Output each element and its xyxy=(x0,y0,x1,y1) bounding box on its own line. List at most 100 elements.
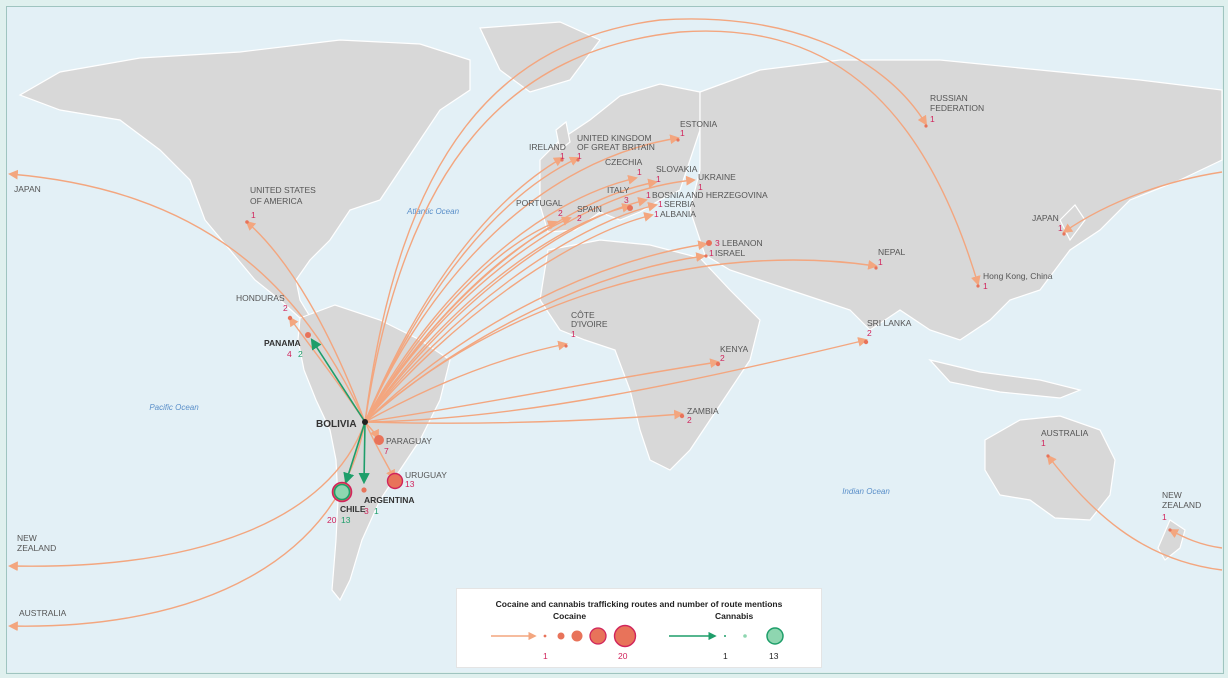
count-italy: 3 xyxy=(624,195,629,205)
legend: Cocaine and cannabis trafficking routes … xyxy=(456,588,822,668)
pacific-ocean-label: Pacific Ocean xyxy=(149,403,199,412)
label-spain: SPAIN xyxy=(577,204,602,214)
label-new-zealand-west: NEW xyxy=(17,533,37,543)
count-kenya: 2 xyxy=(720,353,725,363)
label-argentina: ARGENTINA xyxy=(364,495,415,505)
label-sri-lanka: SRI LANKA xyxy=(867,318,912,328)
legend-cocaine-size-3 xyxy=(571,630,583,642)
legend-cocaine-size-4 xyxy=(589,627,607,645)
label-new-zealand-east-2: ZEALAND xyxy=(1162,500,1201,510)
label-slovakia: SLOVAKIA xyxy=(656,164,698,174)
count-cote-divoire: 1 xyxy=(571,329,576,339)
place-labels: JAPAN UNITED STATES OF AMERICA 1 HONDURA… xyxy=(14,93,1201,618)
label-israel: ISRAEL xyxy=(715,248,746,258)
route-new-zealand-east xyxy=(1168,529,1223,549)
count-bosnia: 1 xyxy=(646,190,651,200)
label-lebanon: LEBANON xyxy=(722,238,763,248)
label-portugal: PORTUGAL xyxy=(516,198,563,208)
legend-cocaine-min: 1 xyxy=(543,651,548,661)
route-ukraine xyxy=(364,175,696,423)
marker-japan xyxy=(1062,232,1066,236)
marker-estonia xyxy=(676,138,680,142)
greenland-land xyxy=(479,21,601,93)
atlantic-ocean-label: Atlantic Ocean xyxy=(406,207,460,216)
marker-kenya xyxy=(715,361,721,367)
count-new-zealand-east: 1 xyxy=(1162,512,1167,522)
land-masses xyxy=(18,21,1223,602)
label-czechia: CZECHIA xyxy=(605,157,643,167)
label-kenya: KENYA xyxy=(720,344,749,354)
uk-land xyxy=(555,120,571,152)
count-estonia: 1 xyxy=(680,128,685,138)
marker-paraguay xyxy=(374,435,384,445)
marker-new-zealand xyxy=(1168,528,1172,532)
count-portugal: 2 xyxy=(558,208,563,218)
marker-usa xyxy=(245,220,249,224)
label-nepal: NEPAL xyxy=(878,247,906,257)
count-ireland: 1 xyxy=(560,151,565,161)
asia-land xyxy=(689,59,1223,341)
count-serbia: 1 xyxy=(658,199,663,209)
label-chile: CHILE xyxy=(340,504,366,514)
cannabis-count-panama: 2 xyxy=(298,349,303,359)
label-hong-kong: Hong Kong, China xyxy=(983,271,1053,281)
count-zambia: 2 xyxy=(687,415,692,425)
label-uk-2: OF GREAT BRITAIN xyxy=(577,142,655,152)
marker-honduras xyxy=(287,315,293,321)
count-ukraine: 1 xyxy=(698,182,703,192)
label-australia-east: AUSTRALIA xyxy=(1041,428,1089,438)
legend-cocaine-label: Cocaine xyxy=(553,611,587,621)
marker-uk xyxy=(576,158,580,162)
label-italy: ITALY xyxy=(607,185,630,195)
route-spain xyxy=(364,216,572,423)
marker-nepal xyxy=(874,266,878,270)
route-cote-divoire xyxy=(364,340,568,423)
legend-cannabis-size-2 xyxy=(743,634,747,638)
count-lebanon: 3 xyxy=(715,238,720,248)
label-australia-west: AUSTRALIA xyxy=(19,608,67,618)
label-usa: UNITED STATES xyxy=(250,185,316,195)
cannabis-route-argentina xyxy=(358,421,370,485)
marker-hong-kong xyxy=(976,284,980,288)
label-honduras: HONDURAS xyxy=(236,293,285,303)
count-japan-east: 1 xyxy=(1058,223,1063,233)
count-spain: 2 xyxy=(577,213,582,223)
cannabis-route-chile xyxy=(343,421,366,485)
cannabis-count-argentina: 1 xyxy=(374,506,379,516)
route-japan-east xyxy=(1062,171,1223,234)
route-bosnia xyxy=(364,197,648,423)
marker-italy xyxy=(627,205,633,211)
route-lebanon xyxy=(364,240,708,423)
route-usa xyxy=(245,220,366,423)
label-russia-2: FEDERATION xyxy=(930,103,984,113)
cocaine-routes xyxy=(8,18,1223,632)
label-bosnia: BOSNIA AND HERZEGOVINA xyxy=(652,190,768,200)
label-japan-east: JAPAN xyxy=(1032,213,1059,223)
count-uk: 1 xyxy=(577,151,582,161)
count-russia: 1 xyxy=(930,114,935,124)
route-czechia xyxy=(364,174,638,423)
label-estonia: ESTONIA xyxy=(680,119,717,129)
count-nepal: 1 xyxy=(878,257,883,267)
label-japan-west: JAPAN xyxy=(14,184,41,194)
north-america-land xyxy=(18,39,471,321)
marker-cote-divoire xyxy=(564,344,568,348)
label-ireland: IRELAND xyxy=(529,142,566,152)
route-serbia xyxy=(364,202,658,423)
label-usa-2: OF AMERICA xyxy=(250,196,303,206)
cannabis-routes xyxy=(310,338,370,485)
marker-uruguay xyxy=(386,472,404,490)
count-honduras: 2 xyxy=(283,303,288,313)
count-slovakia: 1 xyxy=(656,174,661,184)
label-serbia: SERBIA xyxy=(664,199,696,209)
route-kenya xyxy=(364,358,720,423)
legend-symbols xyxy=(491,624,784,648)
label-uruguay: URUGUAY xyxy=(405,470,447,480)
count-chile: 20 xyxy=(327,515,337,525)
cannabis-marker-chile xyxy=(333,483,351,501)
count-paraguay: 7 xyxy=(384,446,389,456)
cannabis-route-panama xyxy=(310,338,366,423)
legend-cocaine-size-2 xyxy=(557,632,565,640)
route-hong-kong xyxy=(364,30,981,423)
